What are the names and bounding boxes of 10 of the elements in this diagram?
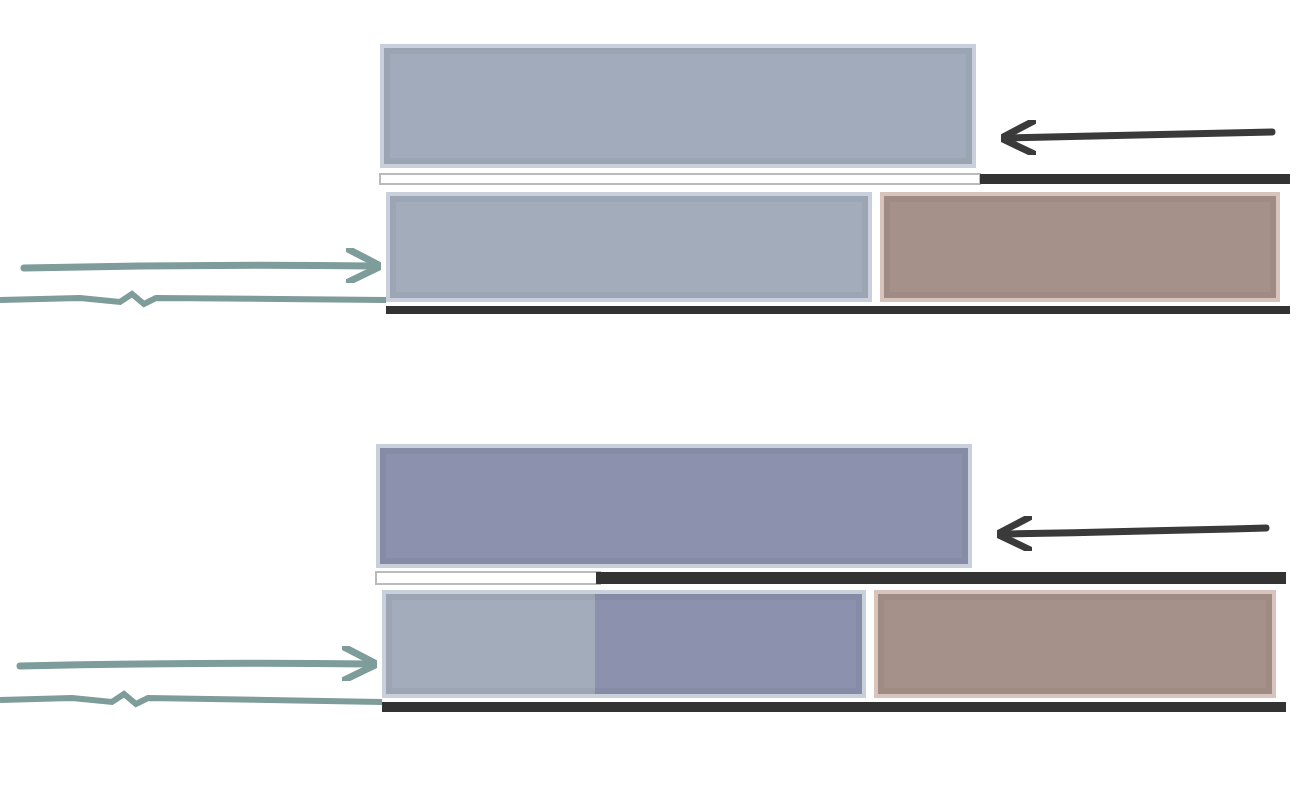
- arrow: [997, 116, 1276, 159]
- block: [880, 192, 1280, 302]
- block: [386, 192, 872, 302]
- block: [382, 590, 866, 698]
- arrow: [993, 512, 1270, 555]
- arrow: [20, 244, 385, 287]
- block: [874, 590, 1276, 698]
- arrow: [16, 642, 381, 685]
- block: [380, 44, 976, 168]
- block: [376, 444, 972, 568]
